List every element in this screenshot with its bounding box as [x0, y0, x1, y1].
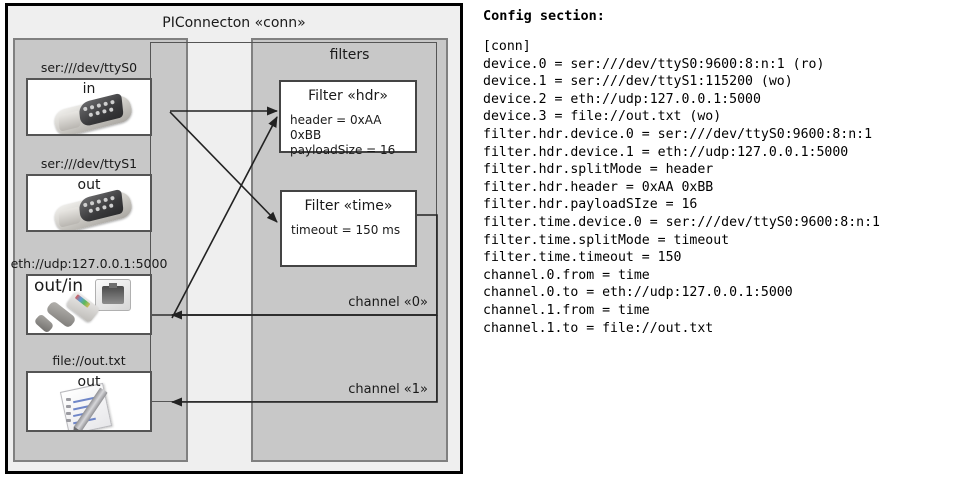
device-node-serial1[interactable]: ser:///dev/ttyS1 out [26, 156, 152, 232]
channel-group-0[interactable]: channel «0» [150, 42, 437, 315]
device-node-serial0[interactable]: ser:///dev/ttyS0 in [26, 60, 152, 136]
config-section: Config section: [conn] device.0 = ser:///… [483, 8, 953, 337]
config-section-body: [conn] device.0 = ser:///dev/ttyS0:9600:8… [483, 38, 953, 337]
config-line: filter.time.timeout = 150 [483, 250, 682, 266]
channel-0-label: channel «0» [348, 295, 428, 310]
device-direction-serial0: in [82, 81, 96, 97]
device-label-ethernet: eth://udp:127.0.0.1:5000 [10, 256, 168, 271]
device-box-ethernet[interactable]: out/in [26, 274, 152, 335]
device-direction-ethernet: out/in [34, 276, 84, 296]
ethernet-jack-icon [28, 276, 150, 333]
device-box-serial0[interactable]: in [26, 78, 152, 136]
config-line: channel.1.to = file://out.txt [483, 320, 714, 336]
device-label-serial0: ser:///dev/ttyS0 [40, 60, 138, 75]
device-label-file: file://out.txt [52, 353, 126, 368]
filters-panel-title: filters [329, 47, 370, 63]
device-direction-serial1: out [77, 177, 101, 193]
config-line: filter.hdr.payloadSIze = 16 [483, 197, 698, 213]
channel-group-1[interactable]: channel «1» [150, 315, 437, 402]
config-line: device.2 = eth://udp:127.0.0.1:5000 [483, 91, 761, 107]
device-node-ethernet[interactable]: eth://udp:127.0.0.1:5000 out/in [11, 256, 167, 335]
device-label-serial1: ser:///dev/ttyS1 [40, 156, 138, 171]
device-direction-file: out [77, 374, 101, 390]
config-section-heading: Config section: [483, 8, 605, 24]
filter-hdr-title: Filter «hdr» [308, 88, 388, 104]
device-node-file[interactable]: file://out.txt out [26, 353, 152, 432]
config-line: filter.hdr.splitMode = header [483, 162, 714, 178]
config-line: filter.time.device.0 = ser:///dev/ttyS0:… [483, 214, 880, 230]
filter-hdr-attr-header: header = 0xAA 0xBB [290, 113, 382, 142]
config-line: filter.hdr.device.1 = eth://udp:127.0.0.… [483, 144, 849, 160]
notepad-icon [59, 382, 126, 430]
page-title: PIConnecton «conn» [162, 15, 306, 31]
filter-hdr-attributes: header = 0xAA 0xBB payloadSize = 16 [290, 113, 415, 158]
config-line: device.3 = file://out.txt (wo) [483, 109, 722, 125]
config-line: filter.time.splitMode = timeout [483, 232, 730, 248]
config-line: device.0 = ser:///dev/ttyS0:9600:8:n:1 (… [483, 56, 825, 72]
device-box-serial1[interactable]: out [26, 174, 152, 232]
channel-1-label: channel «1» [348, 382, 428, 397]
filter-time-title: Filter «time» [304, 198, 393, 214]
config-line: channel.1.from = time [483, 302, 650, 318]
config-line: filter.hdr.header = 0xAA 0xBB [483, 179, 714, 195]
filter-node-hdr[interactable]: Filter «hdr» header = 0xAA 0xBB payloadS… [279, 80, 417, 157]
config-line: filter.hdr.device.0 = ser:///dev/ttyS0:9… [483, 126, 873, 142]
config-line: device.1 = ser:///dev/ttyS1:115200 (wo) [483, 74, 793, 90]
device-box-file[interactable]: out [26, 371, 152, 432]
config-line: channel.0.to = eth://udp:127.0.0.1:5000 [483, 285, 793, 301]
config-line: [conn] [483, 39, 531, 54]
config-line: channel.0.from = time [483, 267, 650, 283]
filter-hdr-attr-payloadsize: payloadSize = 16 [290, 143, 396, 157]
